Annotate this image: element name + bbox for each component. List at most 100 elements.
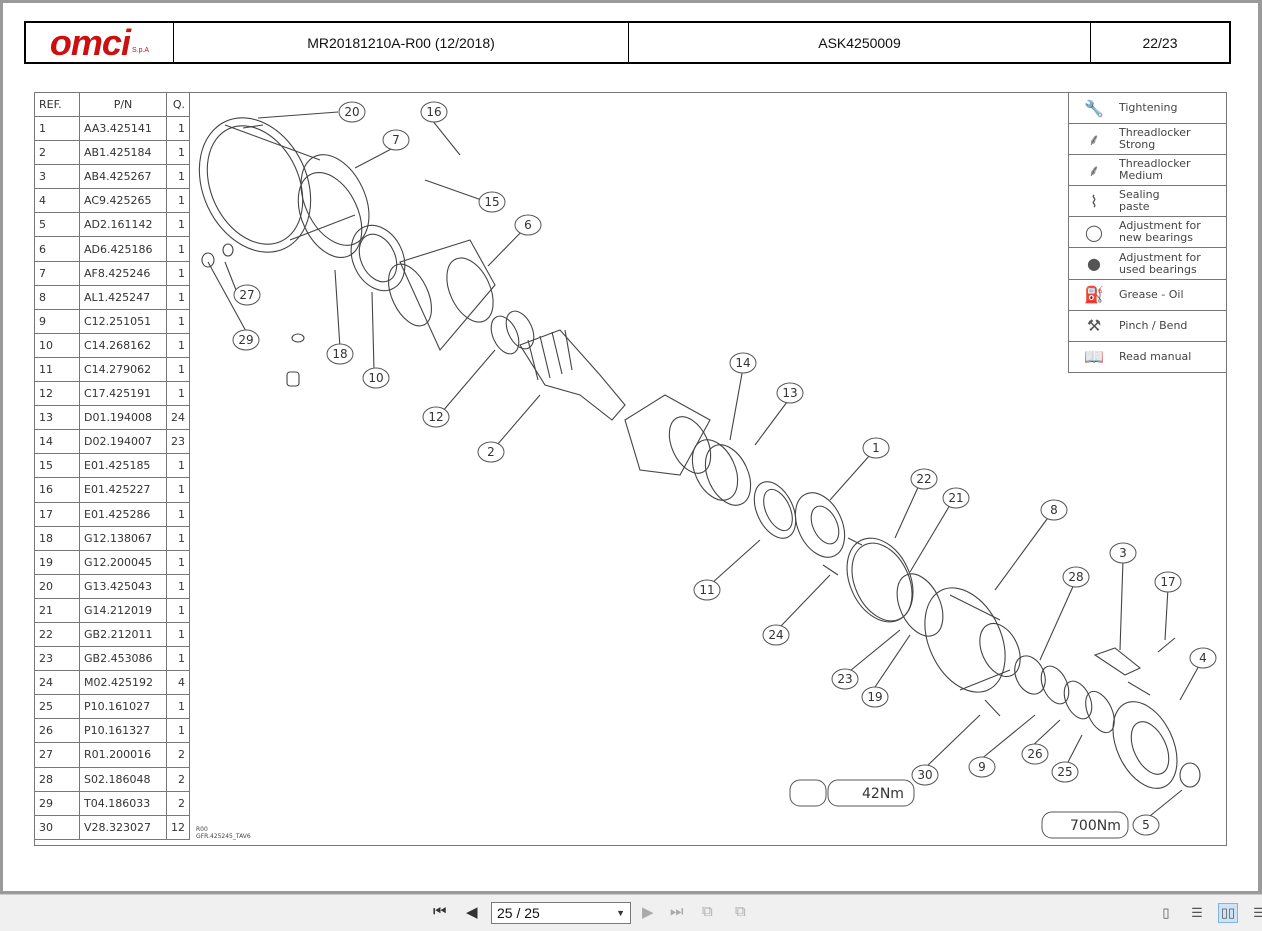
single-page-view-icon[interactable]: ▯ bbox=[1162, 905, 1170, 920]
grease-oil-icon: ⛽ bbox=[1084, 285, 1104, 305]
pn-cell: AL1.425247 bbox=[79, 284, 167, 310]
ref-cell: 26 bbox=[34, 718, 80, 744]
legend-label: Adjustment for used bearings bbox=[1119, 250, 1201, 276]
callout-number: 13 bbox=[782, 386, 797, 400]
last-page-icon[interactable]: ⏭ bbox=[670, 903, 684, 920]
pn-cell: G12.138067 bbox=[79, 525, 167, 551]
pn-cell: V28.323027 bbox=[79, 814, 167, 840]
brand-suffix: S.p.A bbox=[131, 47, 150, 54]
callout-number: 29 bbox=[238, 333, 253, 347]
callout-bubble bbox=[693, 579, 721, 601]
callout-number: 8 bbox=[1050, 503, 1058, 517]
callout-number: 22 bbox=[916, 472, 931, 486]
qty-cell: 1 bbox=[166, 356, 190, 383]
callout-number: 17 bbox=[1160, 575, 1175, 589]
callout-bubble bbox=[326, 343, 354, 365]
callout-bubble bbox=[382, 129, 410, 151]
go-back-view-icon[interactable]: ⧉ bbox=[702, 903, 713, 920]
callout-number: 19 bbox=[867, 690, 882, 704]
callout-bubble bbox=[1040, 499, 1068, 521]
callout-bubble bbox=[420, 101, 448, 123]
qty-cell: 1 bbox=[166, 164, 190, 190]
qty-cell: 1 bbox=[166, 573, 190, 599]
ref-cell: 8 bbox=[34, 284, 80, 310]
pn-cell: T04.186033 bbox=[79, 790, 167, 816]
callout-number: 15 bbox=[484, 195, 499, 209]
callout-number: 2 bbox=[487, 445, 495, 459]
callout-number: 28 bbox=[1068, 570, 1083, 584]
qty-cell: 1 bbox=[166, 646, 190, 672]
callout-number: 4 bbox=[1199, 651, 1207, 665]
ref-cell: 17 bbox=[34, 501, 80, 527]
legend-row: ⸙Threadlocker Medium bbox=[1069, 155, 1226, 187]
qty-cell: 24 bbox=[166, 405, 190, 431]
ref-cell: 1 bbox=[34, 115, 80, 142]
drawing-code-label: GFR.425245_TAV6 bbox=[196, 833, 251, 840]
continuous-facing-view-icon[interactable]: ☰ bbox=[1253, 905, 1262, 920]
callout-bubble bbox=[1154, 571, 1182, 593]
viewer-toolbar: ⏮ ◀ 25 / 25 ▼ ▶ ⏭ ⧉ ⧉ ▯ ☰ ▯▯ ☰ bbox=[0, 894, 1262, 931]
pn-cell: D02.194007 bbox=[79, 429, 167, 455]
ref-cell: 24 bbox=[34, 670, 80, 696]
callout-number: 24 bbox=[768, 628, 783, 642]
qty-cell: 1 bbox=[166, 477, 190, 503]
pn-cell: C17.425191 bbox=[79, 381, 167, 407]
legend-row: ⚒Pinch / Bend bbox=[1069, 311, 1226, 342]
qty-cell: 23 bbox=[166, 429, 190, 455]
pn-cell: C14.279062 bbox=[79, 356, 167, 383]
page-selector[interactable]: 25 / 25 ▼ bbox=[491, 902, 631, 924]
callout-bubble bbox=[362, 367, 390, 389]
qty-cell: 4 bbox=[166, 670, 190, 696]
callout-bubble bbox=[762, 624, 790, 646]
qty-cell: 1 bbox=[166, 140, 190, 166]
callout-bubble bbox=[861, 686, 889, 708]
callout-bubble bbox=[232, 329, 260, 351]
callout-number: 1 bbox=[872, 441, 880, 455]
threadlocker-symbol-box bbox=[789, 779, 827, 807]
legend-row: ●Adjustment for used bearings bbox=[1069, 248, 1226, 280]
ref-cell: 14 bbox=[34, 429, 80, 455]
first-page-icon[interactable]: ⏮ bbox=[433, 903, 447, 920]
qty-cell: 1 bbox=[166, 525, 190, 551]
callout-number: 6 bbox=[524, 218, 532, 232]
qty-cell: 1 bbox=[166, 718, 190, 744]
callout-number: 11 bbox=[699, 583, 714, 597]
legend-row: ⌇Sealing paste bbox=[1069, 186, 1226, 218]
ref-cell: 20 bbox=[34, 573, 80, 599]
pn-cell: C14.268162 bbox=[79, 332, 167, 358]
qty-cell: 1 bbox=[166, 212, 190, 238]
drawing-reference: R00 GFR.425245_TAV6 bbox=[196, 826, 251, 840]
ref-cell: 18 bbox=[34, 525, 80, 551]
facing-pages-view-icon[interactable]: ▯▯ bbox=[1218, 903, 1238, 923]
legend-label: Tightening bbox=[1119, 101, 1178, 115]
callout-number: 30 bbox=[917, 768, 932, 782]
col-ref: REF. bbox=[34, 92, 80, 117]
go-forward-view-icon[interactable]: ⧉ bbox=[735, 903, 746, 920]
legend-row: 🔧Tightening bbox=[1069, 93, 1226, 125]
legend-row: 📖Read manual bbox=[1069, 342, 1226, 372]
pn-cell: E01.425227 bbox=[79, 477, 167, 503]
ref-cell: 28 bbox=[34, 766, 80, 792]
next-page-icon[interactable]: ▶ bbox=[642, 904, 654, 921]
manual-icon: 📖 bbox=[1084, 347, 1104, 367]
pn-cell: AC9.425265 bbox=[79, 188, 167, 214]
ref-cell: 10 bbox=[34, 332, 80, 358]
qty-cell: 1 bbox=[166, 453, 190, 479]
ref-cell: 27 bbox=[34, 742, 80, 768]
legend-label: Grease - Oil bbox=[1119, 287, 1184, 301]
previous-page-icon[interactable]: ◀ bbox=[466, 904, 478, 921]
continuous-view-icon[interactable]: ☰ bbox=[1191, 905, 1203, 920]
threadlocker-medium-icon: ⸙ bbox=[1087, 161, 1100, 181]
qty-cell: 2 bbox=[166, 766, 190, 792]
callout-bubble bbox=[1109, 542, 1137, 564]
ref-cell: 29 bbox=[34, 790, 80, 816]
page-indicator: 25 / 25 bbox=[497, 905, 540, 921]
qty-cell: 1 bbox=[166, 549, 190, 575]
torque-box-42 bbox=[827, 779, 915, 807]
